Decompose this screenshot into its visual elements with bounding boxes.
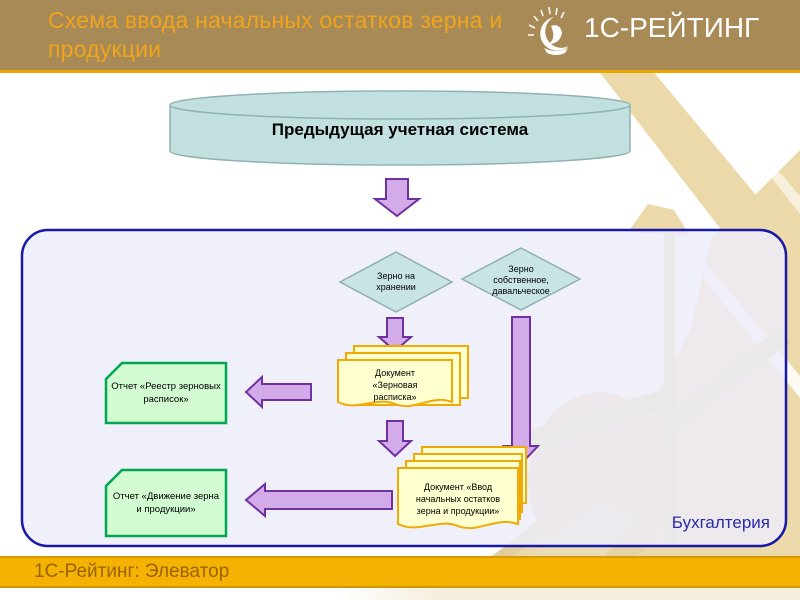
crescent-moon-icon (528, 6, 569, 55)
arrow-down-to-doc1 (376, 317, 414, 353)
slide-header: Схема ввода начальных остатков зерна и п… (0, 0, 800, 70)
diamond-grain-storage (338, 251, 454, 313)
logo-text: 1С-РЕЙТИНГ (584, 12, 760, 43)
report-movement-label: Отчет «Движение зерна и продукции» (112, 491, 220, 515)
document-grain-receipt-label: Документ «Зерновая расписка» (372, 368, 418, 402)
report-card-registry (104, 361, 228, 425)
document-initial-balances-label: Документ «Ввод начальных остатков зерна … (415, 482, 501, 516)
diamond-grain-own-label: Зерно собственное, давальческое (492, 263, 550, 296)
bottom-strip (0, 588, 800, 600)
diamond-grain-own (460, 247, 582, 311)
document-stack-initial-balances (397, 446, 527, 530)
report-card-movement (104, 468, 228, 538)
slide-title: Схема ввода начальных остатков зерна и п… (48, 7, 503, 62)
report-registry-label: Отчет «Реестр зерновых расписок» (111, 381, 221, 405)
arrow-left-to-report1 (244, 374, 312, 410)
header-divider (0, 70, 800, 73)
slide-footer: 1С-Рейтинг: Элеватор (0, 556, 800, 588)
previous-system-label: Предыдущая учетная система (271, 120, 529, 139)
department-label: Бухгалтерия (671, 513, 770, 532)
footer-text: 1С-Рейтинг: Элеватор (34, 561, 230, 582)
arrow-down-main (372, 178, 422, 218)
arrow-left-to-report2 (244, 481, 393, 519)
document-stack-grain-receipt (337, 345, 469, 408)
diamond-grain-storage-label: Зерно на хранении (376, 271, 416, 292)
arrow-down-to-doc2 (376, 420, 414, 458)
previous-system-cylinder (169, 90, 631, 166)
